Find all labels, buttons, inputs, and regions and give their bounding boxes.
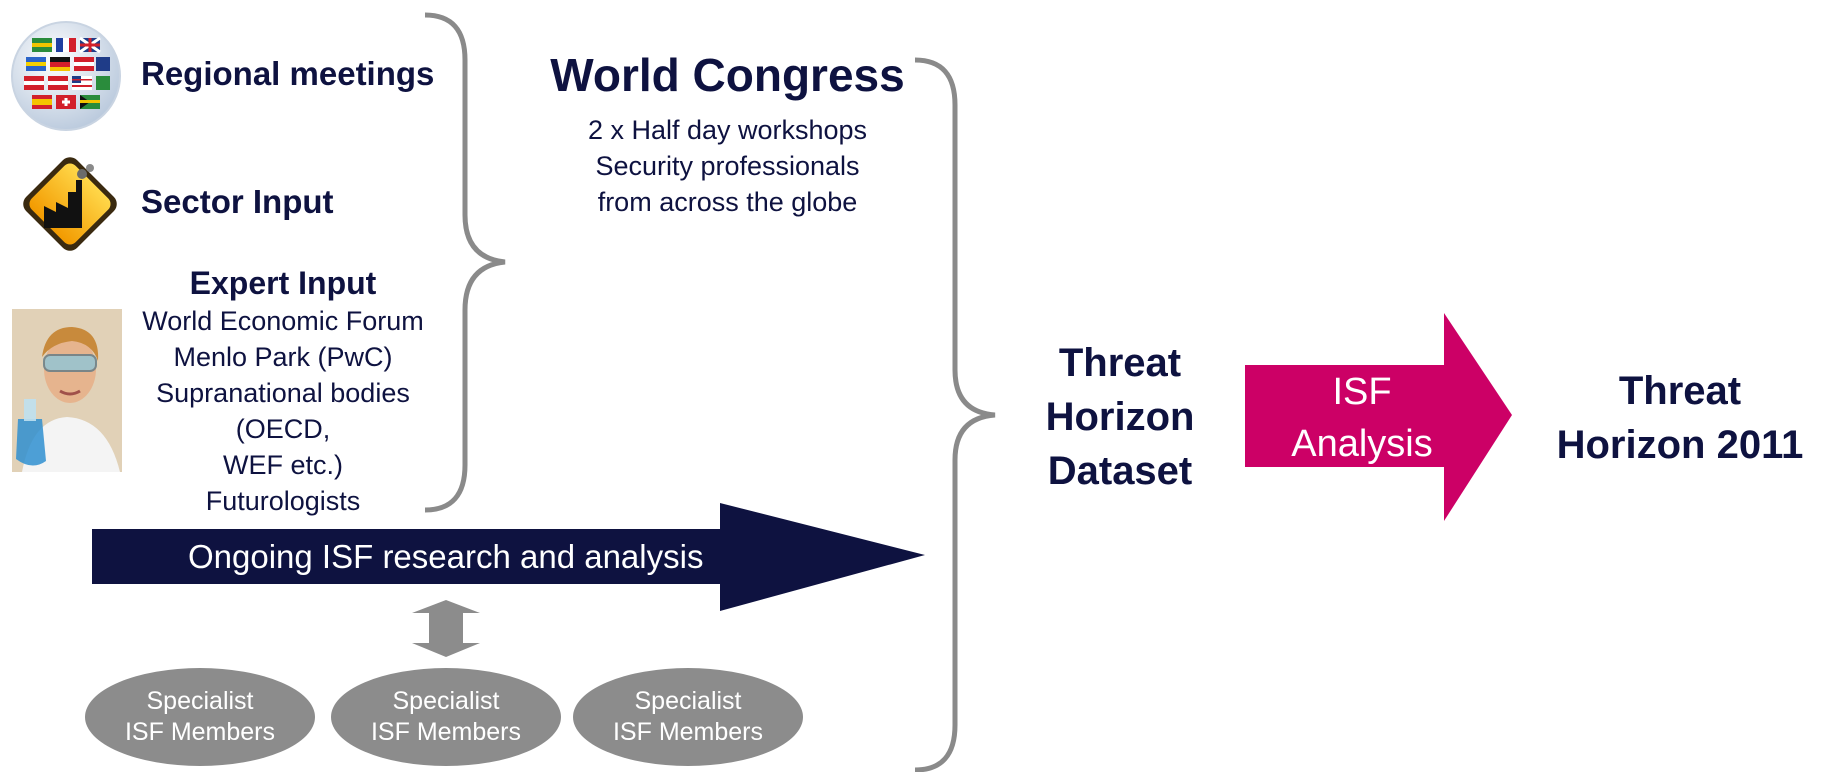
expert-line: Supranational bodies <box>156 378 410 408</box>
specialist-members-node: Specialist ISF Members <box>573 668 803 766</box>
result-line: Horizon 2011 <box>1556 423 1804 467</box>
expert-line: WEF etc.) <box>223 450 343 480</box>
expert-input-block: Expert Input World Economic Forum Menlo … <box>118 263 448 519</box>
congress-line: Security professionals <box>595 151 860 181</box>
dataset-line: Horizon <box>1045 395 1195 439</box>
scientist-photo <box>12 309 122 477</box>
specialist-members-node: Specialist ISF Members <box>85 668 315 766</box>
expert-line: World Economic Forum <box>142 306 424 336</box>
world-congress-block: World Congress 2 x Half day workshops Se… <box>540 48 915 220</box>
member-line: ISF Members <box>612 718 764 746</box>
expert-line: Futurologists <box>205 486 361 516</box>
sector-input-label: Sector Input <box>141 183 334 220</box>
member-line: ISF Members <box>124 718 276 746</box>
member-line: Specialist <box>392 687 500 715</box>
analysis-line: Analysis <box>1291 423 1433 465</box>
dataset-line: Threat <box>1058 341 1182 385</box>
expert-line: (OECD, <box>235 414 331 444</box>
member-line: Specialist <box>146 687 254 715</box>
inputs-brace <box>424 12 506 513</box>
flags-globe-icon <box>10 20 122 137</box>
analysis-line: ISF <box>1332 371 1392 413</box>
result-line: Threat <box>1618 369 1742 413</box>
congress-line: from across the globe <box>597 187 858 217</box>
world-congress-title: World Congress <box>550 49 905 101</box>
research-arrow-label: Ongoing ISF research and analysis <box>188 538 704 575</box>
member-line: ISF Members <box>370 718 522 746</box>
analysis-arrow <box>1245 313 1512 521</box>
expert-line: Menlo Park (PwC) <box>173 342 393 372</box>
threat-horizon-dataset: Threat Horizon Dataset <box>1010 336 1230 498</box>
analysis-arrow-label: ISF Analysis <box>1262 366 1462 470</box>
members-double-arrow <box>412 600 480 657</box>
dataset-line: Dataset <box>1047 449 1193 493</box>
regional-meetings-label: Regional meetings <box>141 55 435 92</box>
expert-input-title: Expert Input <box>189 265 377 301</box>
factory-warning-icon <box>12 146 128 267</box>
congress-line: 2 x Half day workshops <box>587 115 868 145</box>
specialist-members-node: Specialist ISF Members <box>331 668 561 766</box>
member-line: Specialist <box>634 687 742 715</box>
threat-horizon-2011: Threat Horizon 2011 <box>1535 364 1825 472</box>
dataset-brace <box>914 57 996 772</box>
research-arrow <box>92 503 925 611</box>
